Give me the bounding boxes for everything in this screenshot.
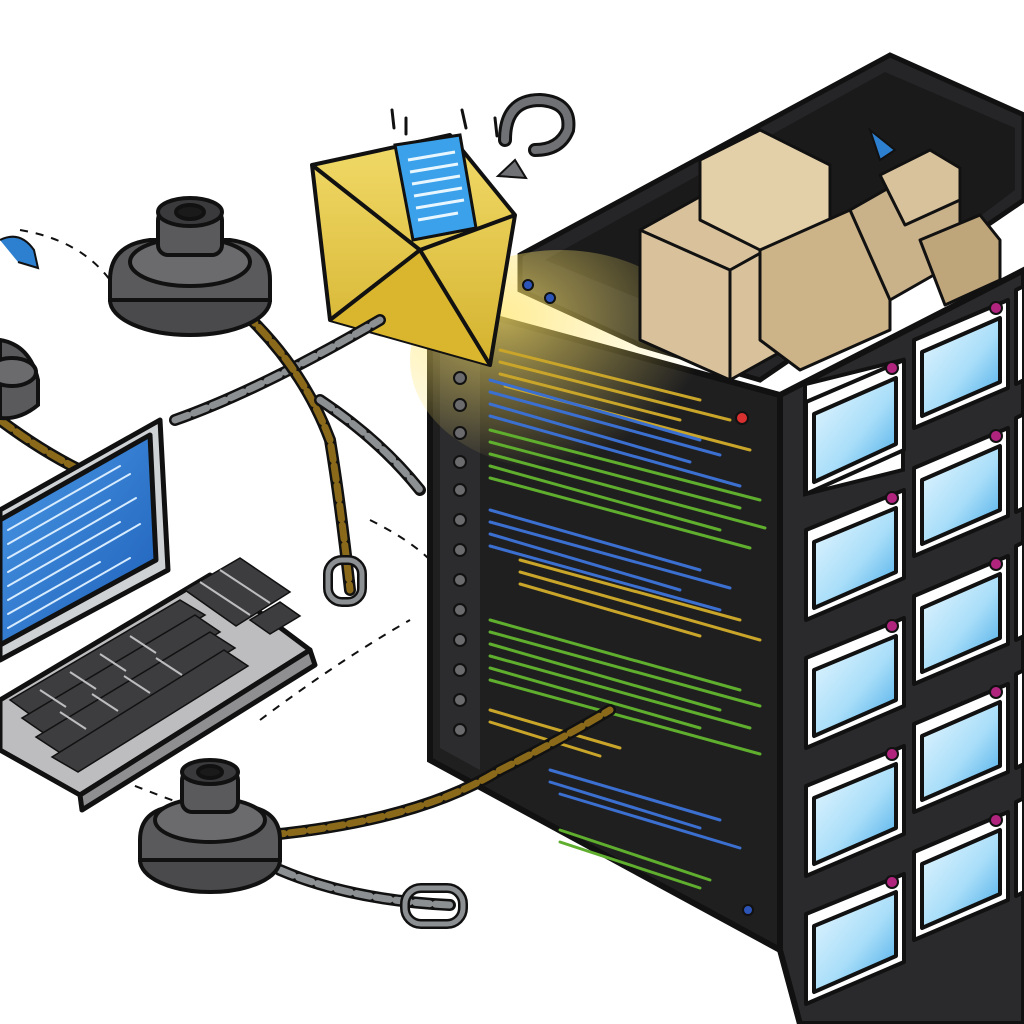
rail-screws bbox=[453, 371, 467, 737]
monitor-icon bbox=[0, 417, 171, 663]
document-icon bbox=[393, 133, 478, 242]
rotate-arrow-icon bbox=[495, 92, 576, 180]
refresh-arrow-icon bbox=[0, 235, 40, 270]
indicator-lights bbox=[522, 279, 754, 916]
motion-ticks bbox=[390, 108, 499, 138]
weight-icon bbox=[108, 196, 272, 337]
weight-icon bbox=[138, 758, 282, 894]
chains bbox=[0, 294, 616, 911]
keyboard-keys bbox=[8, 557, 302, 773]
code-lines bbox=[488, 348, 767, 890]
dashed-motion-lines bbox=[19, 229, 431, 811]
window-grid bbox=[804, 284, 1024, 1006]
flag-icon bbox=[867, 127, 897, 162]
window-close-badges bbox=[885, 301, 1003, 889]
monitor-text-lines bbox=[7, 465, 141, 629]
chain-end-link bbox=[323, 555, 468, 929]
keyboard-key-gaps bbox=[39, 569, 271, 730]
weight-icon bbox=[0, 337, 40, 421]
cardboard-boxes bbox=[638, 128, 1002, 382]
